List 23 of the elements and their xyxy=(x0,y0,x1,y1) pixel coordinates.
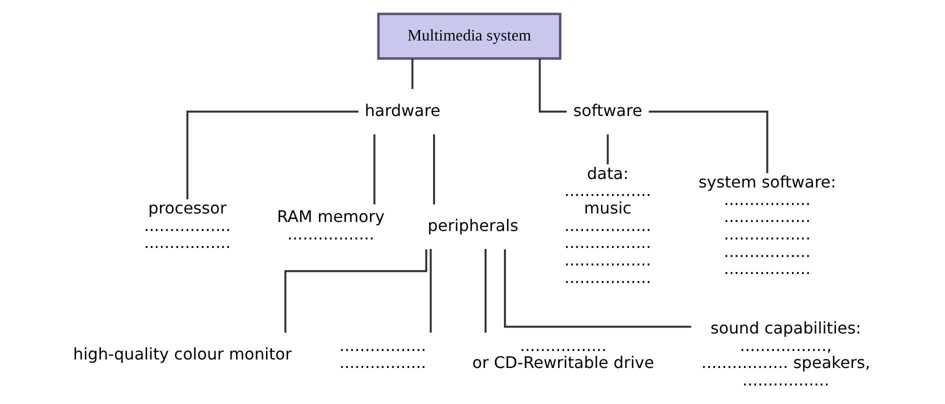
node-text: RAM memory ................. xyxy=(276,206,384,243)
connector xyxy=(432,134,435,204)
node-text: sound capabilities: ................., ................. speakers, ................. xyxy=(700,318,870,389)
connector xyxy=(410,58,413,88)
node-text: system software: ................. ................. ................. ................. ................. xyxy=(698,172,836,278)
connector xyxy=(372,134,375,204)
connector xyxy=(606,134,608,164)
node-text: ................. ................. xyxy=(338,335,426,372)
connector xyxy=(284,248,427,332)
node-text: peripherals xyxy=(427,215,518,234)
connector xyxy=(429,248,432,332)
connector xyxy=(503,248,691,328)
node-text: software xyxy=(572,100,642,120)
node-text: ................. or CD-Rewritable drive xyxy=(472,335,654,372)
node-text: hardware xyxy=(364,100,440,120)
connector xyxy=(648,110,768,173)
connector xyxy=(484,248,486,332)
node-box: Multimedia system xyxy=(376,12,561,60)
node-text: data: ................. music ................. ................. ................. ................. xyxy=(564,163,651,286)
connector xyxy=(538,58,566,112)
node-text: processor ................. ................. xyxy=(143,198,230,252)
node-text: high-quality colour monitor xyxy=(72,344,292,363)
connector xyxy=(186,110,358,199)
